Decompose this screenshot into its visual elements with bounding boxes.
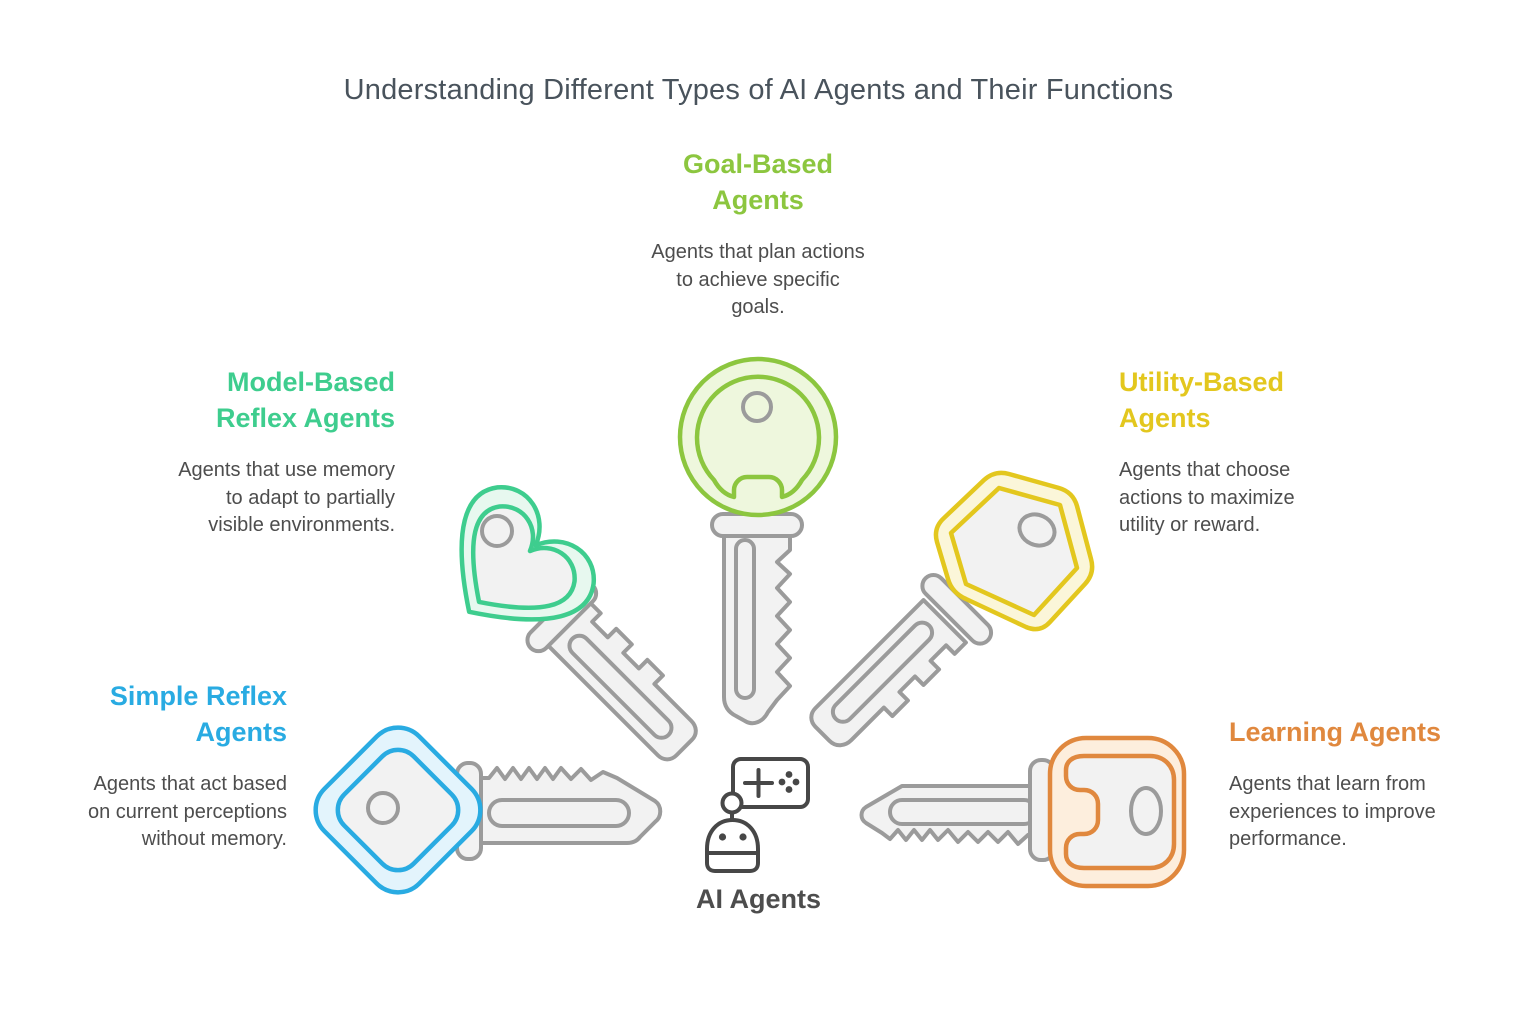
agent-section-utility-based: Utility-Based Agents Agents that choose …: [1119, 364, 1459, 540]
page-title: Understanding Different Types of AI Agen…: [343, 74, 1174, 106]
center-label: AI Agents: [695, 884, 821, 914]
agent-section-goal-based: Goal-Based Agents Agents that plan actio…: [538, 146, 978, 322]
agent-section-simple-reflex: Simple Reflex Agents Agents that act bas…: [7, 678, 287, 854]
agent-description-utility-based: Agents that choose actions to maximize u…: [1119, 459, 1295, 536]
agent-heading-goal-based: Goal-Based Agents: [682, 149, 834, 215]
model-based-reflex-key-icon: [459, 485, 698, 762]
goal-based-key-icon: [677, 356, 839, 726]
learning-key-icon: [859, 735, 1187, 889]
simple-reflex-key-icon: [313, 725, 663, 895]
agent-heading-utility-based: Utility-Based Agents: [1119, 367, 1285, 433]
agent-description-model-based-reflex: Agents that use memory to adapt to parti…: [178, 459, 395, 536]
agent-description-learning: Agents that learn from experiences to im…: [1229, 773, 1436, 850]
agent-heading-learning: Learning Agents: [1229, 717, 1442, 747]
agent-heading-model-based-reflex: Model-Based Reflex Agents: [215, 367, 395, 433]
agent-description-simple-reflex: Agents that act based on current percept…: [87, 773, 287, 850]
agent-section-learning: Learning Agents Agents that learn from e…: [1229, 714, 1509, 854]
agent-description-goal-based: Agents that plan actions to achieve spec…: [651, 241, 865, 318]
utility-based-key-icon: [809, 470, 1095, 748]
robot-gamepad-icon: [705, 757, 810, 873]
agent-section-model-based-reflex: Model-Based Reflex Agents Agents that us…: [35, 364, 395, 540]
agent-heading-simple-reflex: Simple Reflex Agents: [109, 681, 287, 747]
